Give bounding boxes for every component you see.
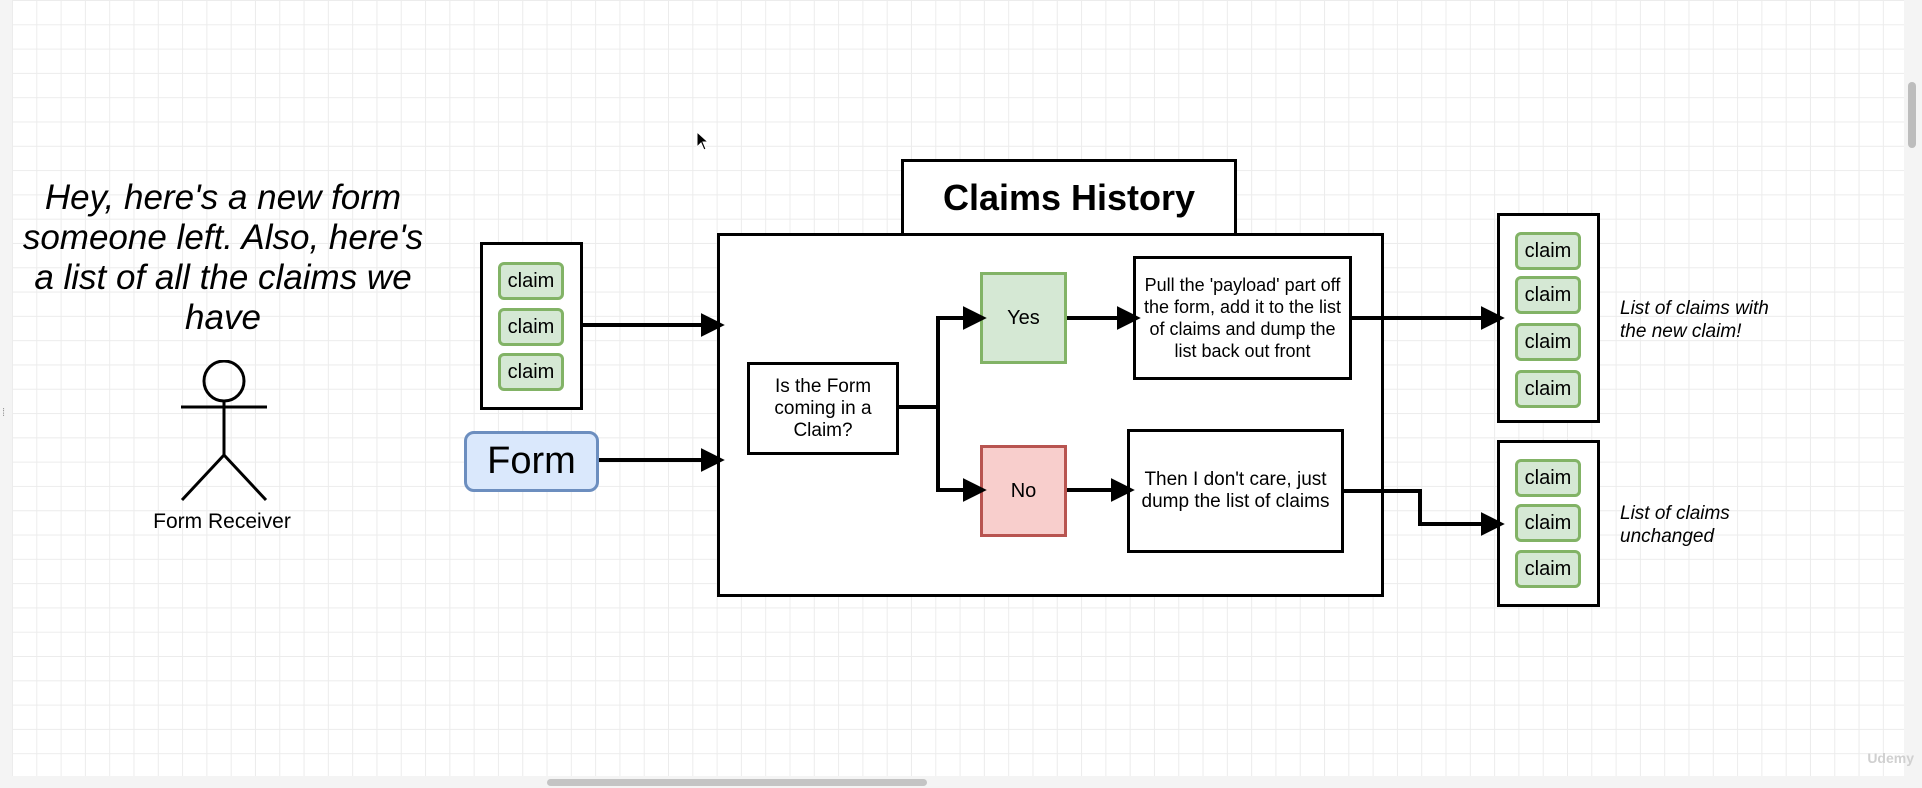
claim-chip: claim xyxy=(498,262,564,300)
vertical-scrollbar[interactable] xyxy=(1908,82,1916,148)
grip-icon: ⁞ xyxy=(2,407,6,419)
claim-chip: claim xyxy=(1515,459,1581,497)
claim-chip: claim xyxy=(1515,504,1581,542)
claims-history-title: Claims History xyxy=(901,159,1237,236)
output-unchanged-claims-list[interactable]: claim claim claim xyxy=(1497,440,1600,607)
claim-chip: claim xyxy=(1515,276,1581,314)
yes-node[interactable]: Yes xyxy=(980,272,1067,364)
yes-action-node[interactable]: Pull the 'payload' part off the form, ad… xyxy=(1133,256,1352,380)
arrow-decision-to-yes xyxy=(899,306,987,409)
horizontal-scrollbar-track xyxy=(12,778,1904,788)
arrow-decision-to-no xyxy=(936,407,987,502)
actor-label: Form Receiver xyxy=(153,510,291,533)
speech-text: Hey, here's a new form someone left. Als… xyxy=(22,178,424,337)
form-node[interactable]: Form xyxy=(464,431,599,492)
no-node[interactable]: No xyxy=(980,445,1067,537)
claim-chip: claim xyxy=(1515,232,1581,270)
claim-chip: claim xyxy=(1515,550,1581,588)
claim-chip: claim xyxy=(1515,323,1581,361)
output-new-note: List of claims with the new claim! xyxy=(1620,298,1769,342)
input-claims-list[interactable]: claim claim claim xyxy=(480,242,583,410)
decision-node[interactable]: Is the Form coming in a Claim? xyxy=(747,362,899,455)
arrow-action-to-unchanged-list xyxy=(1344,489,1505,536)
output-new-claims-list[interactable]: claim claim claim claim xyxy=(1497,213,1600,423)
claim-chip: claim xyxy=(498,308,564,346)
watermark-logo: Udemy xyxy=(1867,750,1914,766)
stick-figure-icon xyxy=(180,360,268,502)
output-unchanged-note: List of claims unchanged xyxy=(1620,503,1730,547)
claim-chip: claim xyxy=(1515,370,1581,408)
claim-chip: claim xyxy=(498,353,564,391)
horizontal-scrollbar[interactable] xyxy=(547,779,927,786)
mouse-cursor-icon xyxy=(696,131,710,151)
